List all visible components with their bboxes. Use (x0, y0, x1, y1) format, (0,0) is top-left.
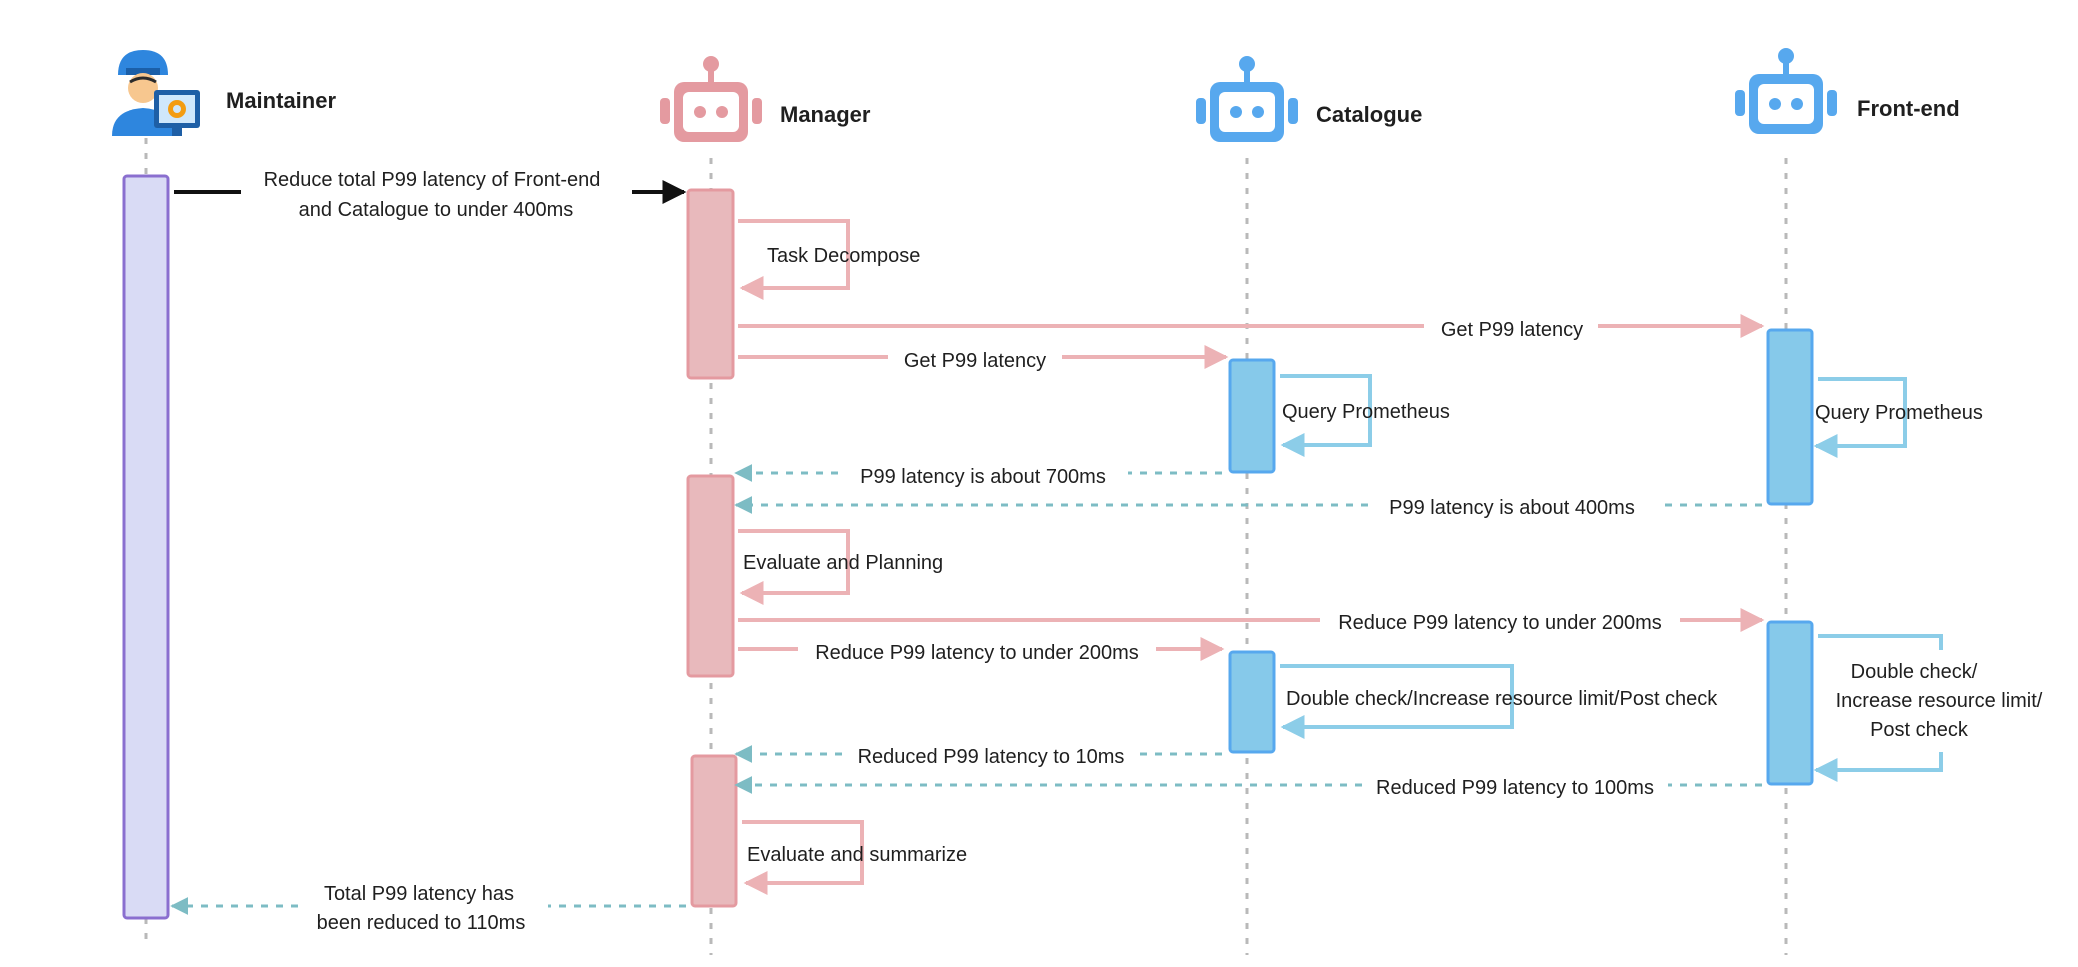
evaluate-planning-label: Evaluate and Planning (743, 552, 943, 574)
frontend-actions-line-2: Increase resource limit/ (1836, 690, 2043, 712)
goal-message-line-2: and Catalogue to under 400ms (299, 199, 574, 221)
catalogue-reply-2-label: Reduced P99 latency to 10ms (858, 746, 1125, 768)
frontend-actions-line-1: Double check/ (1851, 661, 1978, 683)
self-loop-task-decompose (738, 219, 850, 300)
query-prometheus-frontend-label: Query Prometheus (1815, 402, 1983, 424)
final-reply-line-2: been reduced to 110ms (317, 912, 526, 934)
self-loop-evaluate-planning (738, 529, 850, 605)
frontend-reply-1-label: P99 latency is about 400ms (1389, 497, 1635, 519)
actor-name-frontend: Front-end (1857, 96, 1960, 121)
activation-manager-1 (686, 188, 735, 380)
reduce-catalogue-label: Reduce P99 latency to under 200ms (815, 642, 1139, 664)
catalogue-reply-1-label: P99 latency is about 700ms (860, 466, 1106, 488)
get-p99-catalogue-label: Get P99 latency (904, 350, 1046, 372)
maintainer-person-icon (112, 50, 200, 136)
self-loop-query-frontend (1813, 377, 1907, 458)
robot-icon (1735, 48, 1837, 134)
reduce-frontend-label: Reduce P99 latency to under 200ms (1338, 612, 1662, 634)
activation-catalogue-1 (1228, 358, 1276, 474)
frontend-reply-2-label: Reduced P99 latency to 100ms (1376, 777, 1654, 799)
final-reply-line-1: Total P99 latency has (324, 883, 514, 905)
activation-catalogue-2 (1228, 650, 1276, 754)
lifelines (144, 138, 1788, 955)
evaluate-summarize-label: Evaluate and summarize (747, 844, 967, 866)
query-prometheus-catalogue-label: Query Prometheus (1282, 401, 1450, 423)
actor-name-catalogue: Catalogue (1316, 102, 1422, 127)
self-loop-catalogue-actions (1280, 664, 1514, 739)
robot-icon (660, 56, 762, 142)
activation-frontend-2 (1766, 620, 1814, 786)
actor-name-maintainer: Maintainer (226, 88, 336, 113)
robot-icon (1196, 56, 1298, 142)
activation-frontend-1 (1766, 328, 1814, 506)
actor-name-manager: Manager (780, 102, 871, 127)
task-decompose-label: Task Decompose (767, 245, 920, 267)
goal-message-line-1: Reduce total P99 latency of Front-end (264, 169, 601, 191)
get-p99-frontend-label: Get P99 latency (1441, 319, 1583, 341)
self-loop-evaluate-summarize (742, 820, 864, 895)
activation-manager-3 (690, 754, 738, 908)
activation-maintainer (122, 174, 170, 920)
activation-manager-2 (686, 474, 735, 678)
self-loop-frontend-actions (1816, 634, 1943, 770)
catalogue-actions-label: Double check/Increase resource limit/Pos… (1286, 688, 1718, 710)
frontend-actions-line-3: Post check (1870, 719, 1969, 741)
self-loop-query-catalogue (1280, 374, 1372, 457)
